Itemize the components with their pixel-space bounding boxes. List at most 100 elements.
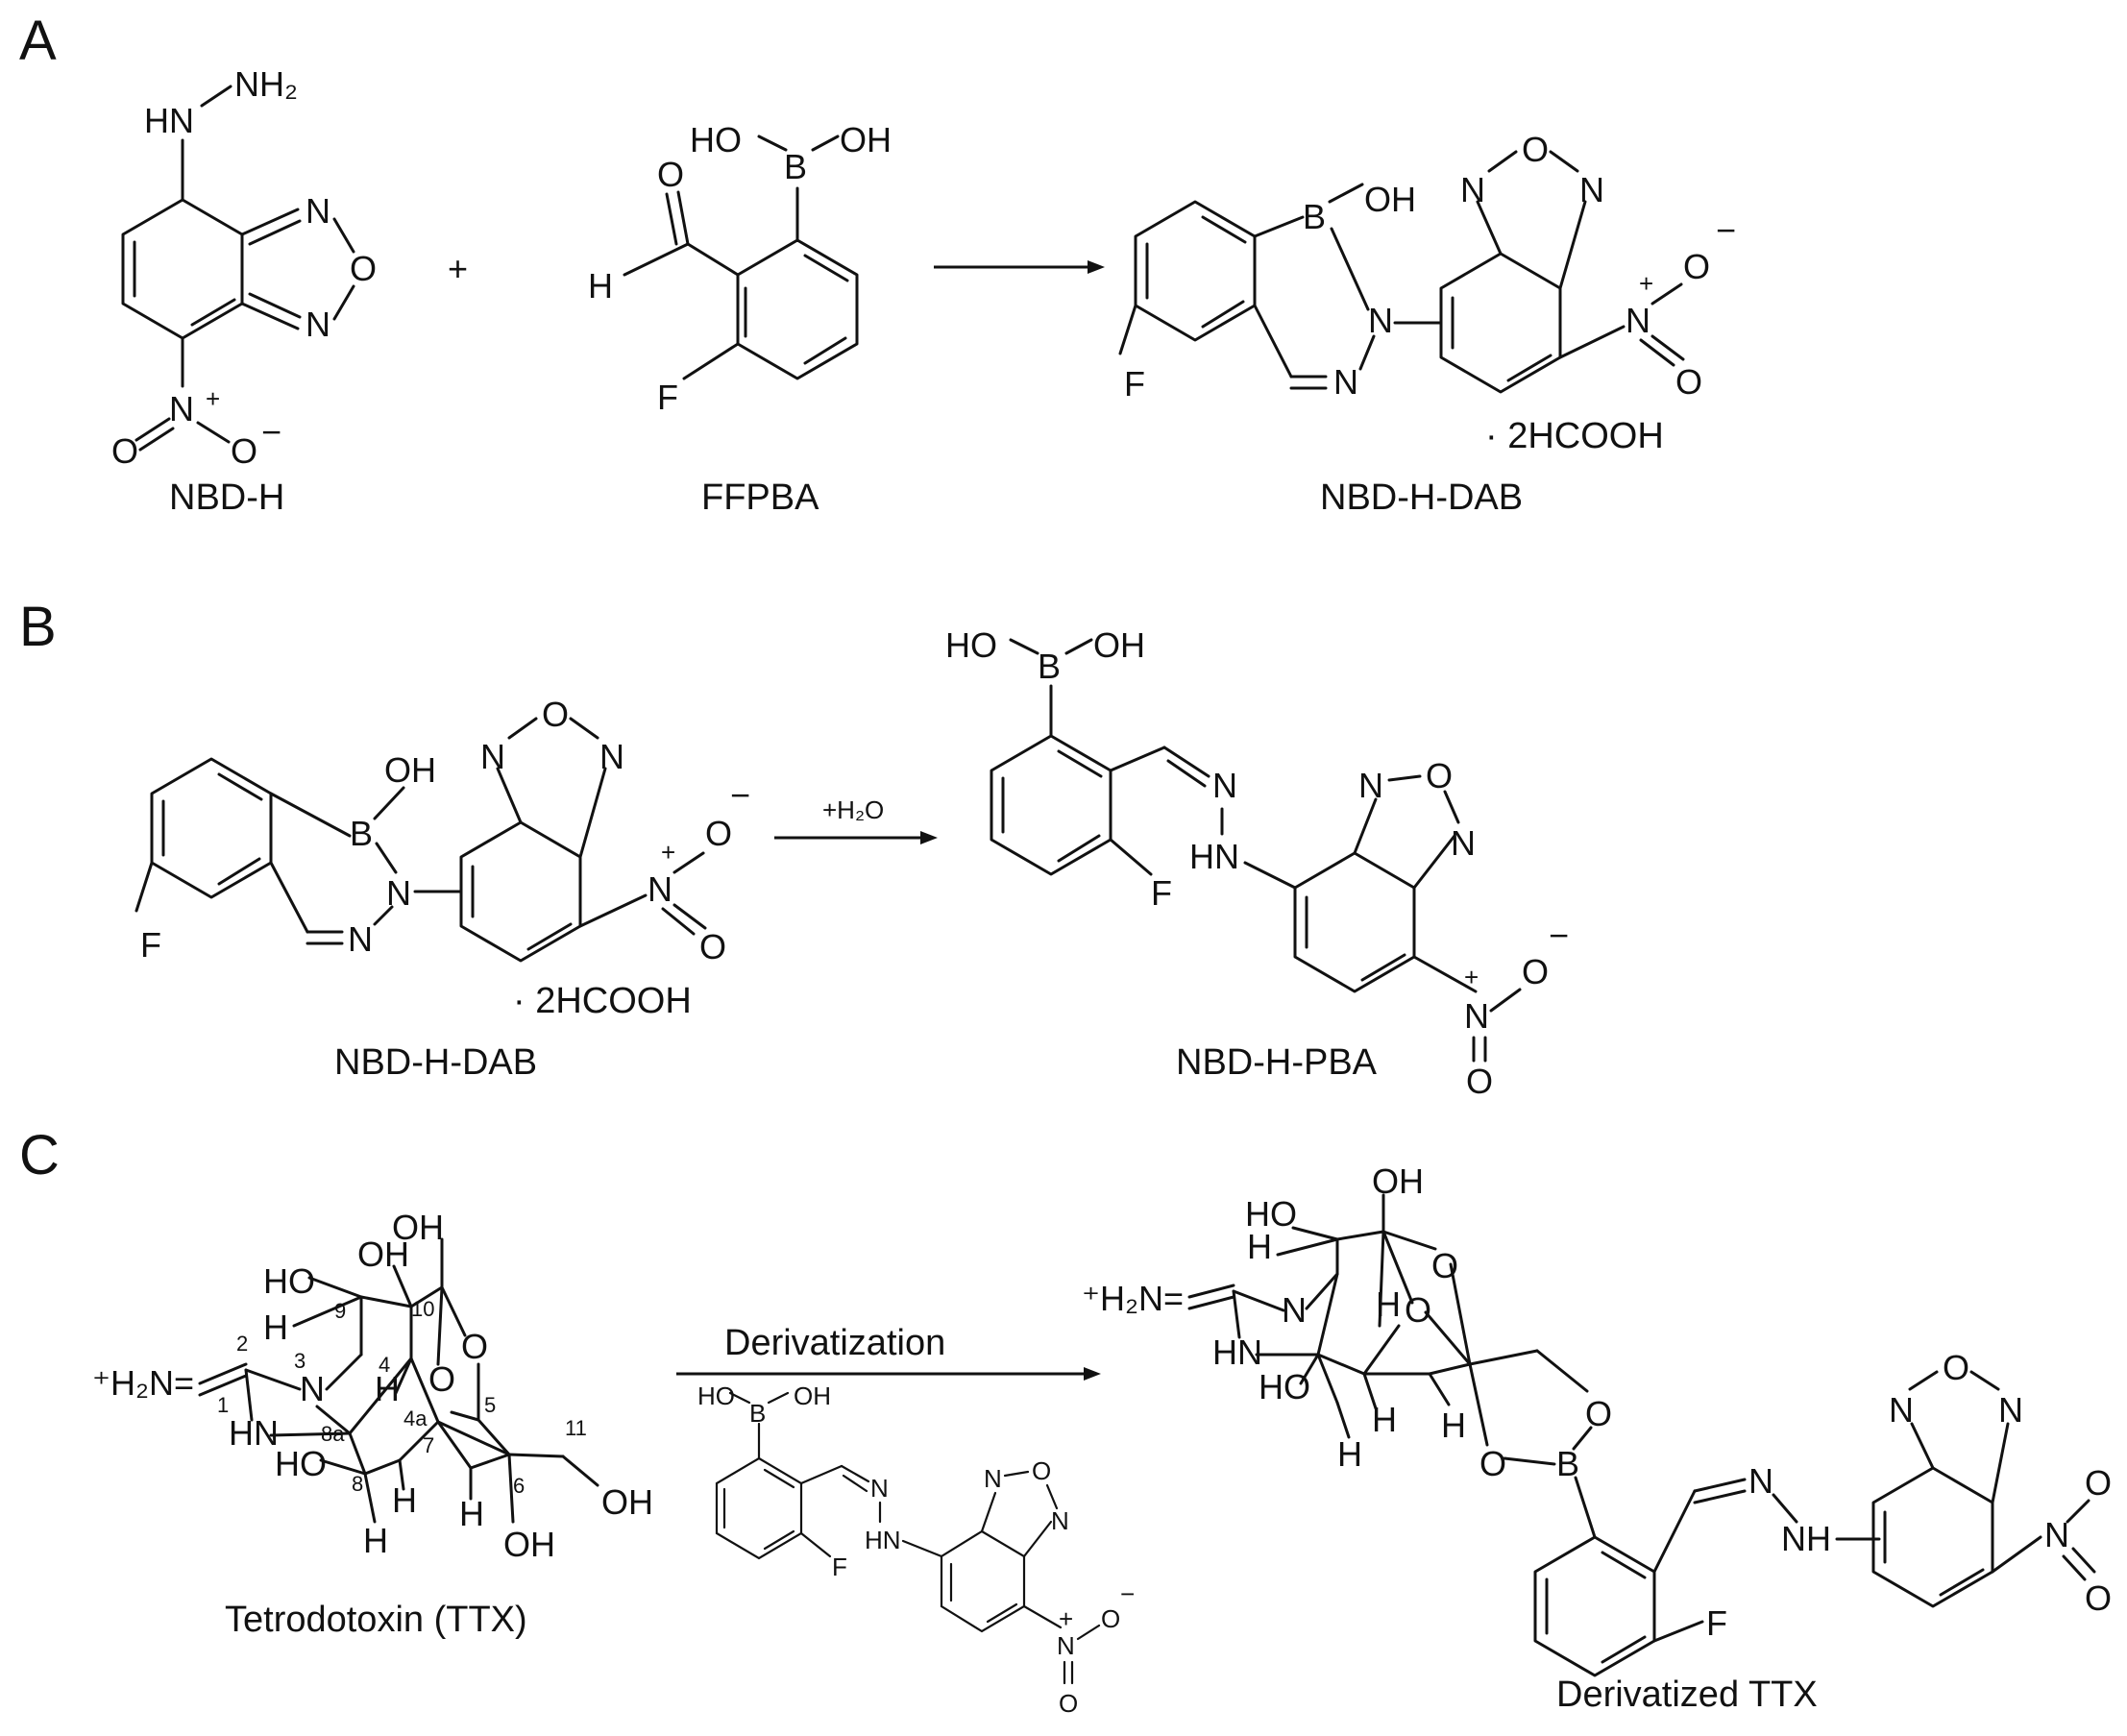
molecule-nbd-h-dab-a: B OH N N F N N O N + bbox=[1118, 130, 1736, 403]
svg-text:N: N bbox=[386, 873, 411, 913]
svg-text:N: N bbox=[1998, 1390, 2023, 1430]
svg-text:F: F bbox=[1706, 1603, 1727, 1643]
svg-text:N: N bbox=[1051, 1506, 1069, 1535]
svg-text:O: O bbox=[1522, 130, 1549, 169]
svg-text:2: 2 bbox=[236, 1332, 248, 1356]
svg-text:B: B bbox=[1303, 197, 1326, 236]
svg-text:N: N bbox=[1282, 1290, 1307, 1330]
svg-text:N: N bbox=[1579, 170, 1604, 209]
reaction-arrow-b: +H₂O bbox=[774, 795, 938, 844]
svg-text:−: − bbox=[730, 775, 750, 815]
svg-text:OH: OH bbox=[840, 120, 892, 159]
svg-text:N: N bbox=[300, 1369, 325, 1408]
label-ffpba: FFPBA bbox=[701, 477, 819, 518]
svg-text:O: O bbox=[705, 814, 732, 853]
svg-text:3: 3 bbox=[294, 1349, 306, 1373]
reagent-water: +H₂O bbox=[822, 795, 884, 824]
label-derivatized-ttx: Derivatized TTX bbox=[1556, 1675, 1818, 1715]
svg-text:H: H bbox=[263, 1308, 288, 1347]
svg-text:O: O bbox=[461, 1327, 488, 1366]
svg-text:O: O bbox=[1683, 247, 1710, 286]
svg-text:HN: HN bbox=[865, 1526, 901, 1554]
svg-text:F: F bbox=[1124, 364, 1145, 403]
svg-text:O: O bbox=[111, 431, 138, 471]
svg-text:HO: HO bbox=[690, 120, 742, 159]
svg-text:O: O bbox=[657, 155, 684, 194]
svg-text:4a: 4a bbox=[403, 1406, 428, 1430]
svg-text:OH: OH bbox=[1364, 180, 1416, 219]
svg-text:11: 11 bbox=[565, 1416, 587, 1440]
svg-text:O: O bbox=[699, 927, 726, 966]
svg-text:B: B bbox=[749, 1399, 766, 1428]
svg-text:OH: OH bbox=[503, 1525, 555, 1564]
svg-text:N: N bbox=[1464, 996, 1489, 1036]
svg-text:F: F bbox=[140, 925, 161, 965]
svg-text:O: O bbox=[542, 695, 569, 734]
svg-text:OH: OH bbox=[357, 1235, 409, 1274]
svg-text:O: O bbox=[1522, 952, 1549, 991]
svg-text:N: N bbox=[1626, 301, 1650, 340]
svg-text:N: N bbox=[1460, 170, 1485, 209]
label-nbd-h-dab-a: NBD-H-DAB bbox=[1320, 477, 1523, 518]
svg-text:OH: OH bbox=[1372, 1161, 1424, 1201]
svg-text:O: O bbox=[1101, 1604, 1120, 1633]
panel-a: N O N HN NH₂ N + O O − NBD-H + B bbox=[111, 64, 1736, 518]
panel-letter-c: C bbox=[19, 1124, 60, 1186]
svg-text:NH: NH bbox=[1781, 1519, 1831, 1558]
svg-text:N: N bbox=[480, 737, 505, 776]
reaction-arrow-a bbox=[934, 260, 1105, 274]
svg-text:HN: HN bbox=[1212, 1333, 1262, 1372]
svg-text:O: O bbox=[1426, 756, 1453, 795]
svg-text:N: N bbox=[1358, 766, 1383, 805]
panel-c: ⁺H₂N= N HN HO H OH OH O O bbox=[92, 1161, 2112, 1718]
ttx-h2n: ⁺H₂N= bbox=[92, 1363, 194, 1403]
svg-text:H: H bbox=[1247, 1227, 1272, 1266]
svg-text:N: N bbox=[870, 1474, 889, 1503]
label-nbd-h-pba: NBD-H-PBA bbox=[1176, 1042, 1378, 1083]
svg-text:+: + bbox=[1464, 963, 1479, 991]
svg-text:OH: OH bbox=[794, 1381, 831, 1410]
svg-text:⁺H₂N=: ⁺H₂N= bbox=[1082, 1279, 1184, 1318]
molecule-derivatized-ttx: ⁺H₂N= N HN HO H OH O O H bbox=[1082, 1161, 2112, 1677]
svg-text:10: 10 bbox=[411, 1297, 434, 1321]
svg-text:H: H bbox=[375, 1369, 400, 1408]
svg-text:O: O bbox=[428, 1359, 455, 1399]
reaction-arrow-c: Derivatization bbox=[676, 1323, 1101, 1381]
svg-text:N: N bbox=[1212, 766, 1237, 805]
svg-text:HO: HO bbox=[263, 1261, 315, 1301]
arrow-label-derivatization: Derivatization bbox=[724, 1323, 945, 1363]
plus-sign: + bbox=[448, 249, 468, 288]
svg-text:HO: HO bbox=[945, 625, 997, 665]
svg-text:F: F bbox=[657, 378, 678, 417]
svg-text:N: N bbox=[1368, 301, 1393, 340]
svg-text:9: 9 bbox=[334, 1299, 346, 1323]
svg-text:N: N bbox=[1451, 823, 1476, 863]
svg-text:HO: HO bbox=[1259, 1367, 1310, 1406]
svg-text:F: F bbox=[832, 1553, 847, 1581]
svg-text:HO: HO bbox=[1245, 1194, 1297, 1234]
salt-label-b: · 2HCOOH bbox=[513, 981, 692, 1021]
svg-text:8: 8 bbox=[352, 1472, 363, 1496]
svg-text:5: 5 bbox=[484, 1393, 496, 1417]
svg-text:N: N bbox=[2044, 1515, 2069, 1554]
svg-text:OH: OH bbox=[392, 1208, 444, 1247]
svg-text:O: O bbox=[2085, 1578, 2112, 1618]
svg-text:O: O bbox=[1059, 1689, 1078, 1718]
svg-text:OH: OH bbox=[384, 750, 436, 790]
svg-text:H: H bbox=[1337, 1434, 1362, 1474]
svg-text:NH₂: NH₂ bbox=[234, 64, 298, 104]
svg-text:O: O bbox=[1479, 1444, 1506, 1483]
svg-text:N: N bbox=[599, 737, 624, 776]
svg-text:8a: 8a bbox=[321, 1422, 345, 1446]
salt-label-a: · 2HCOOH bbox=[1485, 416, 1664, 456]
svg-text:F: F bbox=[1151, 873, 1172, 913]
svg-text:N: N bbox=[306, 305, 330, 344]
molecule-nbd-h-pba-b: B HO OH N HN F N N O N + bbox=[945, 625, 1569, 1101]
svg-text:+: + bbox=[1639, 269, 1653, 298]
svg-text:N: N bbox=[169, 389, 194, 428]
svg-text:O: O bbox=[1585, 1394, 1612, 1433]
svg-text:HN: HN bbox=[144, 101, 194, 140]
label-nbd-h: NBD-H bbox=[169, 477, 284, 518]
svg-text:O: O bbox=[1032, 1456, 1051, 1485]
svg-text:4: 4 bbox=[379, 1353, 390, 1377]
